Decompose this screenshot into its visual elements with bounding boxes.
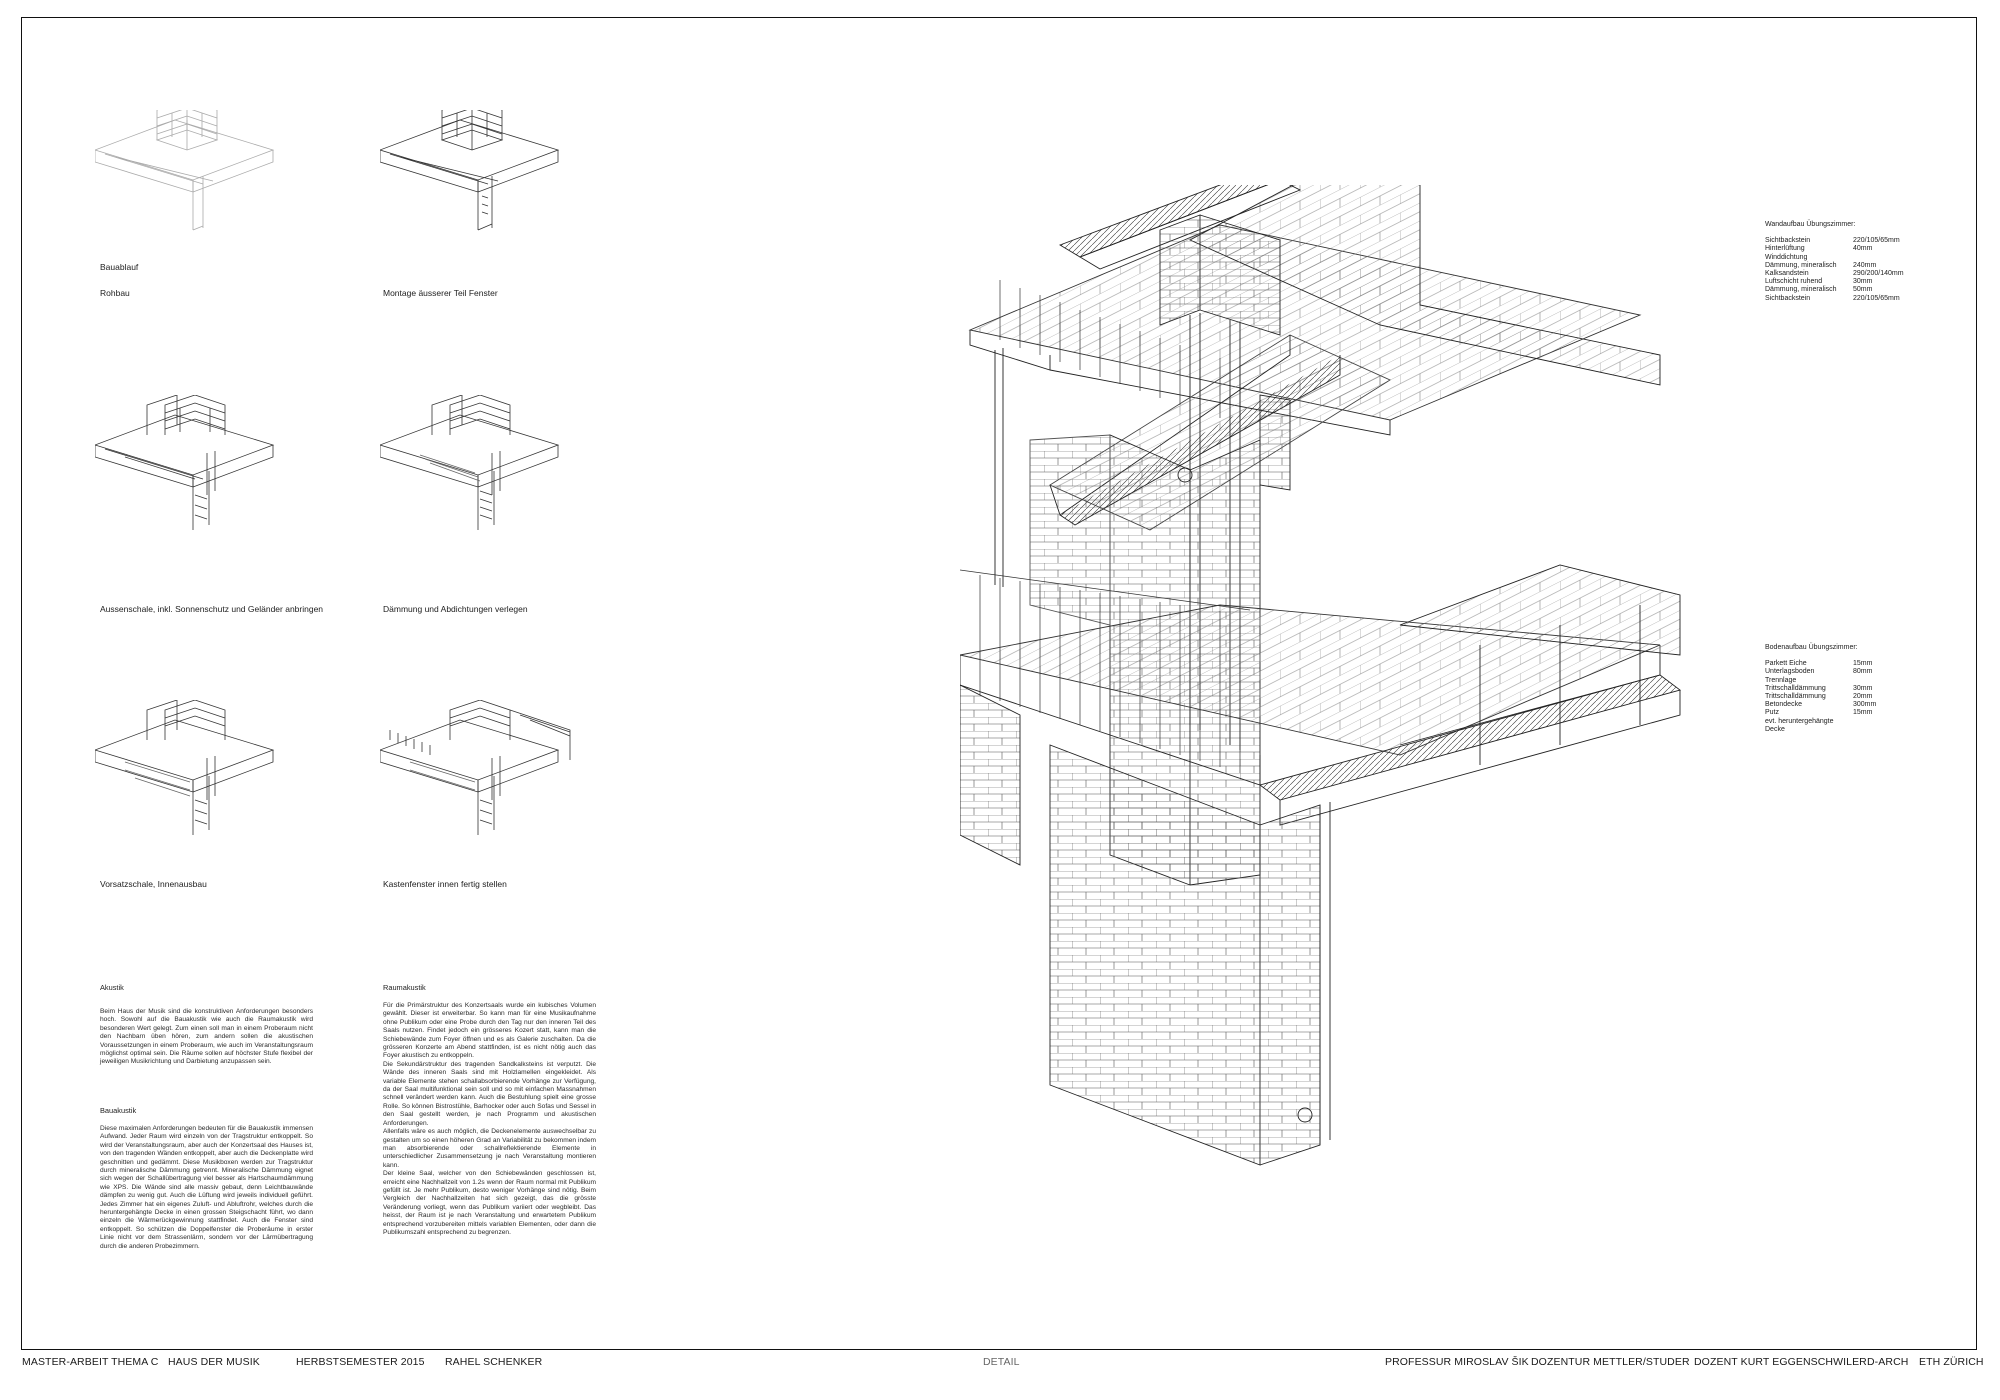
akustik-paragraph: Beim Haus der Musik sind die konstruktiv… xyxy=(100,1008,313,1066)
wall-spec-layer-name: Winddichtung xyxy=(1765,253,1808,261)
wall-spec-layer-name: Hinterlüftung xyxy=(1765,245,1805,253)
wall-spec-layer-value: 30mm xyxy=(1853,278,1873,286)
steps-title: Bauablauf xyxy=(100,262,139,272)
floor-spec-layer-value: 15mm xyxy=(1853,660,1873,668)
footer-professor: PROFESSUR MIROSLAV ŠIK xyxy=(1385,1356,1529,1368)
footer-dept: D-ARCH xyxy=(1867,1356,1909,1368)
floor-spec-layer-name: Decke xyxy=(1765,725,1785,733)
floor-spec-row: Trittschalldämmung 30mm xyxy=(1765,685,1876,693)
footer-school: ETH ZÜRICH xyxy=(1919,1356,1984,1368)
raumakustik-paragraph-3: Allenfalls wäre es auch möglich, die Dec… xyxy=(383,1128,596,1169)
wall-spec-layer-name: Kalksandstein xyxy=(1765,270,1809,278)
floor-spec-row: Trittschalldämmung 20mm xyxy=(1765,693,1876,701)
wall-spec-layer-name: Sichtbackstein xyxy=(1765,237,1811,245)
step-diagram-2 xyxy=(380,110,560,240)
wall-spec-title: Wandaufbau Übungszimmer: xyxy=(1765,221,1856,228)
wall-spec-row: Winddichtung xyxy=(1765,254,1904,262)
wall-spec-row: Dämmung, mineralisch 240mm xyxy=(1765,262,1904,270)
floor-spec-layer-value xyxy=(1853,677,1876,685)
bauakustik-heading: Bauakustik xyxy=(100,1106,137,1115)
wall-spec-layer-value: 290/200/140mm xyxy=(1853,270,1904,278)
bauakustik-text: Diese maximalen Anforderungen bedeuten f… xyxy=(100,1125,313,1260)
footer-semester: HERBSTSEMESTER 2015 xyxy=(296,1356,425,1368)
floor-spec-title: Bodenaufbau Übungszimmer: xyxy=(1765,644,1858,651)
raumakustik-paragraph-1: Für die Primärstruktur des Konzertsaals … xyxy=(383,1002,596,1060)
floor-spec-layer-name: Trennlage xyxy=(1765,676,1797,684)
wall-spec-layer-value: 220/105/65mm xyxy=(1853,294,1900,302)
floor-spec-layer-name: Trittschalldämmung xyxy=(1765,684,1826,692)
footer-dozentur: DOZENTUR METTLER/STUDER xyxy=(1531,1356,1690,1368)
wall-spec-layer-name: Dämmung, mineralisch xyxy=(1765,261,1837,269)
wall-spec-layer-value xyxy=(1853,254,1904,262)
akustik-heading: Akustik xyxy=(100,983,124,992)
floor-spec-row: Betondecke 300mm xyxy=(1765,701,1876,709)
footer-sheet: DETAIL xyxy=(983,1356,1020,1368)
floor-spec-layer-name: Putz xyxy=(1765,709,1780,717)
floor-spec: Bodenaufbau Übungszimmer: Parkett Eiche 1… xyxy=(1765,644,1876,734)
akustik-text: Beim Haus der Musik sind die konstruktiv… xyxy=(100,1008,313,1076)
floor-spec-row: Unterlagsboden 80mm xyxy=(1765,668,1876,676)
wall-spec-layer-name: Dämmung, mineralisch xyxy=(1765,286,1837,294)
wall-spec-layer-value: 40mm xyxy=(1853,245,1873,253)
floor-spec-layer-value xyxy=(1853,718,1876,726)
floor-spec-layer-value: 300mm xyxy=(1853,701,1877,709)
floor-spec-layer-value xyxy=(1853,726,1876,734)
wall-spec-row: Luftschicht ruhend 30mm xyxy=(1765,278,1904,286)
step-label-4: Dämmung und Abdichtungen verlegen xyxy=(383,604,528,614)
footer-dozent: DOZENT KURT EGGENSCHWILER xyxy=(1694,1356,1867,1368)
step-label-1: Rohbau xyxy=(100,288,130,298)
footer-project: MASTER-ARBEIT THEMA C xyxy=(22,1356,159,1368)
wall-spec-row: Sichtbackstein 220/105/65mm xyxy=(1765,295,1904,303)
floor-spec-layer-name: Parkett Eiche xyxy=(1765,660,1807,668)
wall-spec-row: Kalksandstein 290/200/140mm xyxy=(1765,270,1904,278)
footer-author: RAHEL SCHENKER xyxy=(445,1356,543,1368)
floor-spec-layer-value: 30mm xyxy=(1853,684,1873,692)
bauakustik-paragraph: Diese maximalen Anforderungen bedeuten f… xyxy=(100,1125,313,1250)
raumakustik-paragraph-4: Der kleine Saal, welcher von den Schiebe… xyxy=(383,1170,596,1236)
main-detail-drawing xyxy=(960,185,1760,1235)
wall-spec-row: Hinterlüftung 40mm xyxy=(1765,245,1904,253)
floor-spec-layer-value: 15mm xyxy=(1853,709,1873,717)
floor-spec-layer-name: Trittschalldämmung xyxy=(1765,693,1826,701)
floor-spec-layer-name: evt. heruntergehängte xyxy=(1765,717,1834,725)
floor-spec-row: Putz 15mm xyxy=(1765,709,1876,717)
wall-spec-layer-name: Sichtbackstein xyxy=(1765,294,1811,302)
step-diagram-3 xyxy=(95,395,275,535)
floor-spec-row: Decke xyxy=(1765,726,1876,734)
step-label-5: Vorsatzschale, Innenausbau xyxy=(100,879,207,889)
wall-spec-row: Sichtbackstein 220/105/65mm xyxy=(1765,237,1904,245)
step-label-6: Kastenfenster innen fertig stellen xyxy=(383,879,507,889)
step-label-3: Aussenschale, inkl. Sonnenschutz und Gel… xyxy=(100,604,324,614)
wall-spec-layer-value: 220/105/65mm xyxy=(1853,237,1900,245)
raumakustik-paragraph-2: Die Sekundärstruktur des tragenden Sandk… xyxy=(383,1060,596,1127)
wall-spec-layer-value: 240mm xyxy=(1853,261,1877,269)
step-diagram-6 xyxy=(380,700,580,840)
footer-building: HAUS DER MUSIK xyxy=(168,1356,260,1368)
floor-spec-layer-name: Unterlagsboden xyxy=(1765,668,1815,676)
step-diagram-1 xyxy=(95,110,275,240)
step-diagram-4 xyxy=(380,395,560,535)
wall-spec-layer-name: Luftschicht ruhend xyxy=(1765,278,1823,286)
wall-spec-row: Dämmung, mineralisch 50mm xyxy=(1765,286,1904,294)
floor-spec-layer-value: 80mm xyxy=(1853,668,1873,676)
floor-spec-row: evt. heruntergehängte xyxy=(1765,718,1876,726)
floor-spec-layer-name: Betondecke xyxy=(1765,701,1802,709)
step-diagram-5 xyxy=(95,700,275,840)
wall-spec-layer-value: 50mm xyxy=(1853,286,1873,294)
floor-spec-row: Trennlage xyxy=(1765,677,1876,685)
sheet-frame xyxy=(21,17,1977,1350)
raumakustik-text: Für die Primärstruktur des Konzertsaals … xyxy=(383,1002,596,1237)
floor-spec-row: Parkett Eiche 15mm xyxy=(1765,660,1876,668)
step-label-2: Montage äusserer Teil Fenster xyxy=(383,288,498,298)
wall-spec: Wandaufbau Übungszimmer: Sichtbackstein 2… xyxy=(1765,221,1904,303)
raumakustik-heading: Raumakustik xyxy=(383,983,426,992)
floor-spec-layer-value: 20mm xyxy=(1853,693,1873,701)
